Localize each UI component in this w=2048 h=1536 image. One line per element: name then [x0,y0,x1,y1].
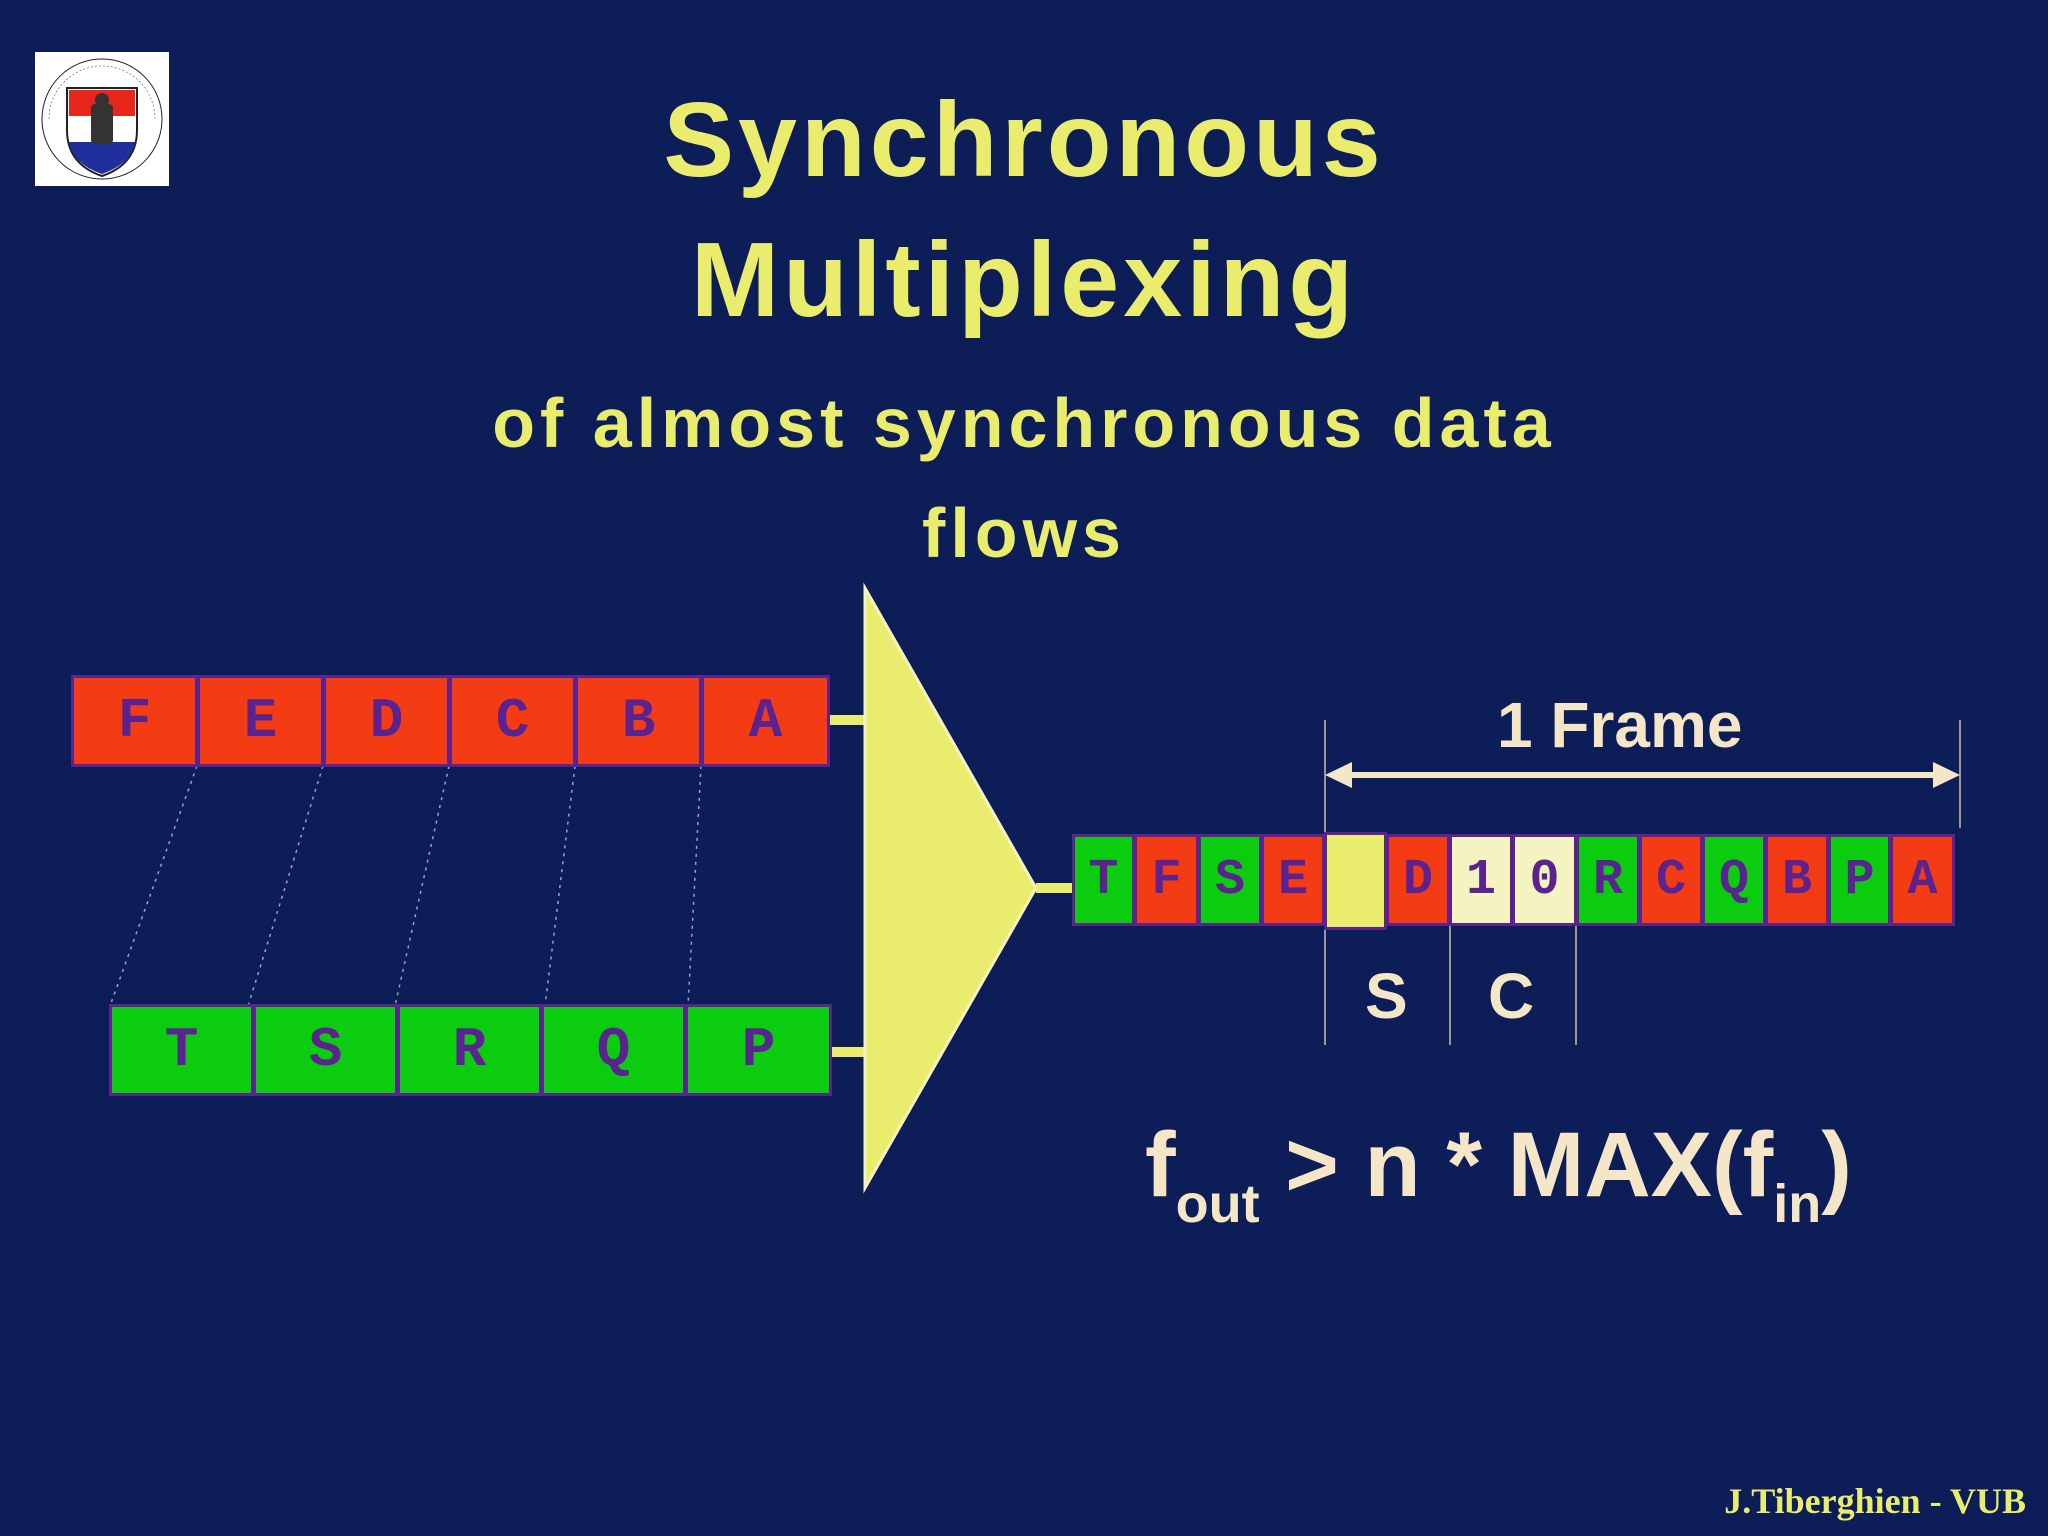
university-crest-icon [41,58,163,180]
sync-label: S [1365,960,1408,1032]
output-cell: P [1828,834,1891,926]
input-a-cell: E [197,675,324,767]
title-line-1: Synchronous [663,81,1385,199]
rate-formula: fout > n * MAX(fin) [1145,1110,1852,1231]
output-cell: Q [1702,834,1766,926]
subtitle-line-1: of almost synchronous data [492,384,1556,462]
input-b-cell: R [397,1004,542,1096]
output-cell: 0 [1512,834,1577,926]
input-a-cell: A [701,675,830,767]
frame-label: 1 Frame [1497,689,1743,761]
control-label: C [1488,960,1535,1032]
input-a-cell: C [449,675,576,767]
output-cell: S [1198,834,1262,926]
input-a-cell: F [71,675,198,767]
output-cell: A [1890,834,1955,926]
input-b-cell: T [109,1004,254,1096]
output-cell: T [1072,834,1135,926]
output-cell: C [1639,834,1703,926]
formula-end: ) [1821,1114,1852,1216]
output-cell: D [1386,834,1450,926]
formula-f: f [1145,1114,1176,1216]
university-logo [35,52,169,186]
input-b-cell: S [253,1004,398,1096]
output-cell: R [1576,834,1640,926]
input-a-cell: B [575,675,702,767]
input-b-cell: P [685,1004,832,1096]
output-cell: B [1765,834,1829,926]
input-b-cell: Q [541,1004,686,1096]
formula-middle: > n * MAX(f [1259,1114,1774,1216]
formula-in: in [1773,1174,1822,1234]
sync-slot-cell [1324,832,1387,930]
subtitle-line-2: flows [922,494,1126,572]
output-cell: 1 [1449,834,1513,926]
title-line-2: Multiplexing [690,221,1358,339]
footer-author: J.Tiberghien - VUB [1724,1481,2026,1521]
output-cell: F [1134,834,1199,926]
output-cell: E [1261,834,1325,926]
input-a-cell: D [323,675,450,767]
formula-out: out [1175,1174,1260,1234]
multiplexer-triangle [863,582,1038,1194]
